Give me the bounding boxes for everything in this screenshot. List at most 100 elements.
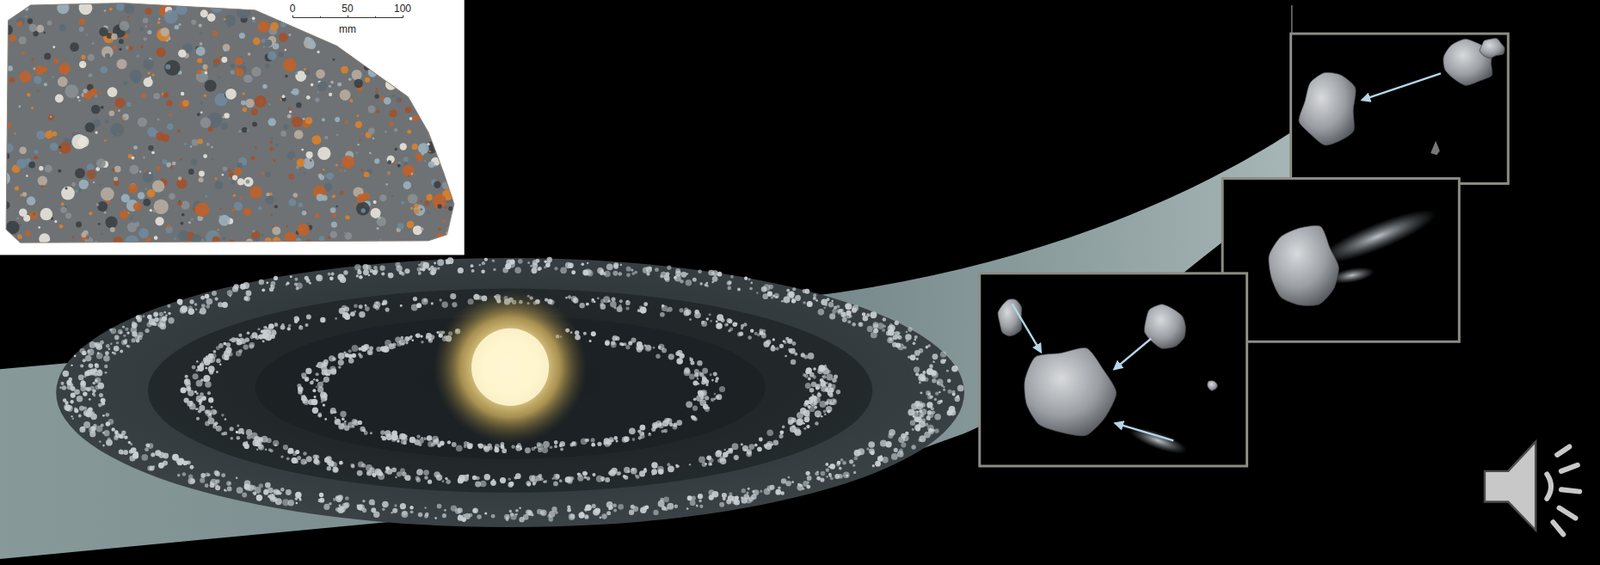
chondrule — [196, 70, 209, 83]
planetesimal — [96, 352, 104, 360]
planetesimal — [874, 461, 881, 468]
planetesimal — [79, 348, 85, 354]
planetesimal — [809, 372, 815, 378]
planetesimal — [894, 320, 899, 326]
planetesimal — [333, 467, 339, 473]
planetesimal — [830, 476, 834, 480]
planetesimal — [655, 354, 660, 359]
planetesimal — [420, 340, 425, 345]
planetesimal — [619, 342, 623, 346]
planetesimal — [185, 386, 191, 392]
planetesimal — [630, 268, 634, 271]
planetesimal — [509, 510, 512, 513]
planetesimal — [444, 477, 448, 480]
planetesimal — [313, 378, 316, 382]
planetesimal — [416, 468, 424, 476]
planetesimal — [756, 291, 759, 295]
planetesimal — [317, 381, 324, 388]
planetesimal — [787, 417, 795, 425]
planetesimal — [228, 338, 232, 342]
planetesimal — [117, 329, 124, 335]
planetesimal — [417, 267, 422, 272]
planetesimal — [697, 382, 700, 385]
planetesimal — [438, 298, 442, 302]
planetesimal — [695, 504, 699, 507]
planetesimal — [845, 313, 851, 320]
planetesimal — [458, 474, 466, 482]
planetesimal — [920, 402, 925, 407]
planetesimal — [825, 475, 828, 478]
planetesimal — [817, 368, 824, 375]
planetesimal — [365, 464, 373, 472]
planetesimal — [571, 295, 578, 302]
chondrule — [138, 227, 149, 239]
planetesimal — [686, 507, 690, 511]
planetesimal — [652, 424, 658, 429]
planetesimal — [338, 352, 345, 360]
chondrule — [228, 177, 231, 179]
planetesimal — [130, 326, 138, 334]
planetesimal — [118, 449, 124, 456]
planetesimal — [927, 394, 932, 400]
planetesimal — [235, 477, 239, 480]
planetesimal — [348, 357, 355, 364]
chondrule — [0, 18, 9, 32]
planetesimal — [715, 322, 723, 330]
planetesimal — [362, 508, 367, 513]
planetesimal — [697, 269, 702, 274]
planetesimal — [261, 436, 269, 444]
planetesimal — [601, 269, 604, 272]
planetesimal — [135, 338, 140, 343]
planetesimal — [445, 478, 449, 481]
planetesimal — [553, 440, 559, 445]
planetesimal — [610, 340, 616, 345]
planetesimal — [121, 452, 124, 456]
planetesimal — [119, 331, 124, 335]
planetesimal — [747, 277, 751, 281]
planetesimal — [242, 344, 248, 350]
planetesimal — [199, 307, 207, 315]
planetesimal — [697, 390, 703, 396]
planetesimal — [666, 462, 671, 467]
planetesimal — [643, 301, 648, 307]
planetesimal — [312, 407, 319, 414]
planetesimal — [441, 301, 448, 308]
chondrule — [157, 118, 160, 122]
planetesimal — [591, 504, 597, 509]
planetesimal — [714, 450, 722, 458]
chondrule — [344, 215, 350, 220]
planetesimal — [566, 476, 573, 483]
planetesimal — [400, 336, 404, 340]
planetesimal — [696, 377, 699, 380]
chondrule — [449, 54, 455, 59]
planetesimal — [296, 455, 302, 461]
planetesimal — [427, 441, 434, 448]
planetesimal — [243, 295, 248, 301]
planetesimal — [720, 318, 726, 323]
planetesimal — [221, 473, 226, 478]
planetesimal — [668, 353, 675, 360]
planetesimal — [585, 438, 590, 443]
planetesimal — [130, 338, 136, 343]
planetesimal — [745, 491, 749, 494]
planetesimal — [100, 398, 106, 404]
planetesimal — [604, 477, 610, 483]
planetesimal — [910, 444, 916, 450]
planetesimal — [381, 300, 388, 306]
planetesimal — [404, 476, 407, 480]
planetesimal — [391, 436, 397, 443]
planetesimal — [720, 455, 727, 462]
planetesimal — [709, 320, 713, 323]
planetesimal — [338, 359, 345, 366]
planetesimal — [652, 346, 656, 350]
planetesimal — [920, 375, 926, 382]
planetesimal — [423, 469, 430, 476]
chondrule — [9, 77, 16, 84]
planetesimal — [492, 259, 495, 263]
planetesimal — [124, 327, 129, 332]
planetesimal — [905, 339, 909, 343]
chondrule — [383, 22, 393, 31]
chondrule — [18, 223, 22, 227]
planetesimal — [885, 441, 892, 448]
planetesimal — [356, 270, 362, 275]
